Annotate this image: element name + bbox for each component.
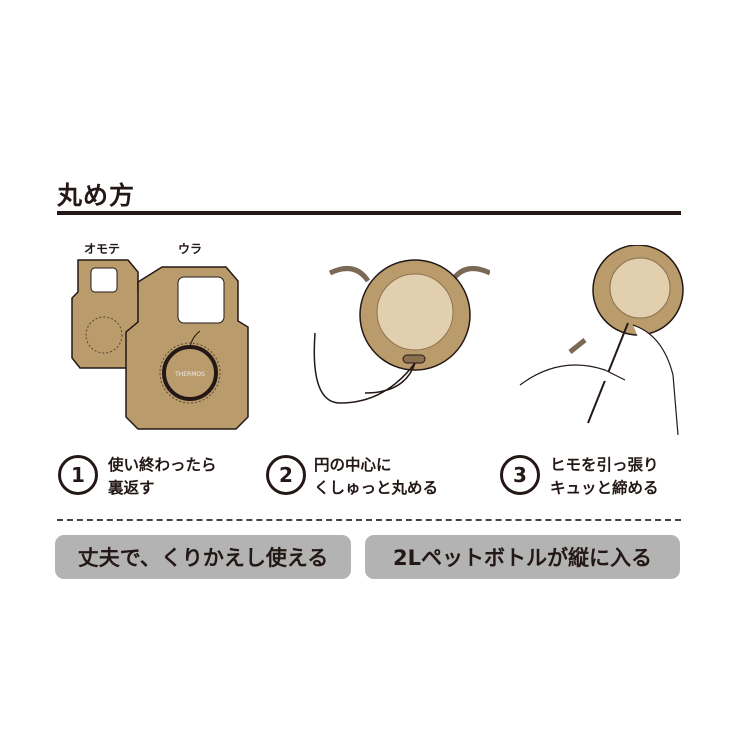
title-rule	[57, 211, 681, 215]
step-1-number: 1	[58, 455, 98, 495]
step-1-text: 使い終わったら裏返す	[108, 454, 217, 500]
feature-bottle: 2Lペットボトルが縦に入る	[365, 535, 680, 579]
step-3-number: 3	[500, 455, 540, 495]
arrow-icon	[568, 338, 587, 354]
arrow-icon	[328, 266, 371, 283]
tighten-illustration	[519, 245, 684, 435]
step-2-number: 2	[266, 455, 306, 495]
step-3-text: ヒモを引っ張りキュッと締める	[550, 454, 659, 500]
bag-illustration: THERMOS	[71, 259, 249, 430]
step-3-line1: ヒモを引っ張り	[550, 456, 659, 474]
step-2-line2: くしゅっと丸める	[314, 479, 439, 497]
step-1-line2: 裏返す	[108, 479, 155, 497]
step-1-line1: 使い終わったら	[108, 456, 217, 474]
step-3-line2: キュッと締める	[550, 479, 659, 497]
step-2-line1: 円の中心に	[314, 456, 392, 474]
section-title: 丸め方	[57, 181, 136, 210]
step-2-text: 円の中心にくしゅっと丸める	[314, 454, 438, 500]
arrow-icon	[449, 266, 490, 283]
back-bag: THERMOS	[125, 266, 249, 430]
scrunch-illustration	[313, 259, 490, 404]
front-label: オモテ	[84, 242, 121, 256]
thermos-logo: THERMOS	[174, 371, 205, 378]
dashed-divider	[57, 519, 681, 521]
back-label: ウラ	[178, 242, 203, 256]
feature-durable: 丈夫で、くりかえし使える	[55, 535, 351, 579]
